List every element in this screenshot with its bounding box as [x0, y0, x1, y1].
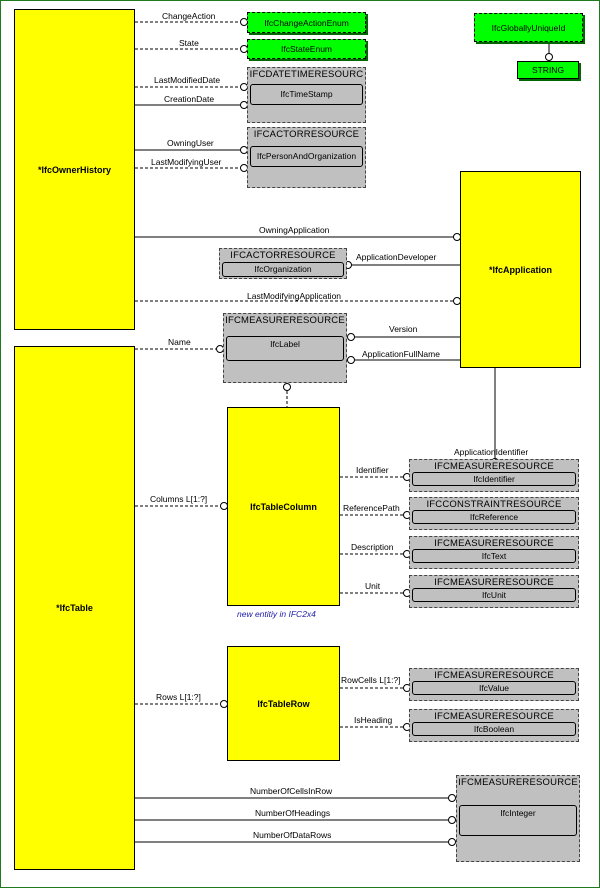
attr-number-of-cells-in-row: NumberOfCellsInRow: [250, 786, 333, 796]
ref-type-ifc-reference: IfcReference: [412, 510, 576, 524]
ref-type-ifc-boolean: IfcBoolean: [412, 722, 576, 736]
ref-ifc-unit[interactable]: IFCMEASURERESOURCE IfcUnit: [409, 575, 579, 608]
attr-rows: Rows L[1:?]: [156, 692, 201, 702]
ref-header: IFCMEASURERESOURCE: [434, 538, 554, 549]
entity-ifc-table[interactable]: *IfcTable: [14, 346, 135, 870]
terminal-application-full-name: [347, 356, 355, 364]
terminal-label-column: [283, 383, 291, 391]
terminal-number-of-data-rows: [448, 838, 456, 846]
attr-application-full-name: ApplicationFullName: [362, 349, 440, 359]
type-ifc-change-action-enum[interactable]: IfcChangeActionEnum: [247, 12, 366, 33]
attr-last-modified-date: LastModifiedDate: [154, 75, 221, 85]
attr-name: Name: [168, 337, 191, 347]
attr-version: Version: [389, 324, 418, 334]
type-string[interactable]: STRING: [517, 61, 579, 79]
attr-identifier: Identifier: [356, 465, 389, 475]
attr-columns: Columns L[1:?]: [150, 494, 208, 504]
terminal-version: [347, 333, 355, 341]
attr-owning-application: OwningApplication: [259, 225, 330, 235]
attr-last-modifying-application: LastModifyingApplication: [247, 291, 342, 301]
ref-header: IFCMEASURERESOURCE: [225, 315, 345, 326]
attr-state: State: [179, 38, 199, 48]
attr-change-action: ChangeAction: [162, 11, 216, 21]
attr-number-of-data-rows: NumberOfDataRows: [253, 830, 332, 840]
attr-last-modifying-user: LastModifyingUser: [151, 157, 222, 167]
ref-type-ifc-value: IfcValue: [412, 681, 576, 695]
terminal-number-of-headings: [448, 816, 456, 824]
ref-header: IFCDATETIMERESOURC: [249, 69, 364, 80]
ref-ifc-identifier[interactable]: IFCMEASURERESOURCE IfcIdentifier: [409, 459, 579, 492]
attr-description: Description: [351, 542, 394, 552]
ref-ifc-reference[interactable]: IFCCONSTRAINTRESOURCE IfcReference: [409, 497, 579, 530]
ref-ifc-person-and-organization[interactable]: IFCACTORRESOURCE IfcPersonAndOrganizatio…: [247, 127, 366, 188]
ref-header: IFCMEASURERESOURCE: [434, 670, 554, 681]
ref-type-ifc-unit: IfcUnit: [412, 588, 576, 602]
entity-ifc-owner-history[interactable]: *IfcOwnerHistory: [14, 9, 135, 330]
ref-ifc-boolean[interactable]: IFCMEASURERESOURCE IfcBoolean: [409, 709, 579, 742]
attr-owning-user: OwningUser: [167, 138, 214, 148]
terminal-number-of-cells: [448, 794, 456, 802]
ref-header: IFCACTORRESOURCE: [253, 129, 360, 140]
ref-header: IFCMEASURERESOURCE: [458, 777, 578, 788]
ref-ifc-label[interactable]: IFCMEASURERESOURCE IfcLabel: [223, 313, 347, 383]
attr-unit: Unit: [365, 581, 381, 591]
attr-row-cells: RowCells L[1:?]: [341, 675, 401, 685]
ref-type-ifc-label: IfcLabel: [226, 336, 344, 361]
ref-type-ifc-time-stamp: IfcTimeStamp: [250, 84, 363, 105]
ref-type-ifc-organization: IfcOrganization: [222, 262, 344, 277]
ref-type-ifc-identifier: IfcIdentifier: [412, 472, 576, 486]
ref-header: IFCMEASURERESOURCE: [434, 711, 554, 722]
ref-header: IFCMEASURERESOURCE: [434, 577, 554, 588]
terminal-globally-unique-id: [545, 53, 553, 61]
attr-application-identifier: ApplicationIdentifier: [454, 447, 529, 457]
ref-type-ifc-text: IfcText: [412, 549, 576, 563]
attr-creation-date: CreationDate: [164, 94, 215, 104]
attr-reference-path: ReferencePath: [343, 503, 400, 513]
type-ifc-globally-unique-id[interactable]: IfcGloballyUniqueId: [474, 13, 583, 42]
new-entity-note: new entitiy in IFC2x4: [237, 609, 316, 619]
type-ifc-state-enum[interactable]: IfcStateEnum: [247, 39, 366, 59]
ref-type-ifc-person-and-organization: IfcPersonAndOrganization: [250, 146, 363, 167]
ref-ifc-text[interactable]: IFCMEASURERESOURCE IfcText: [409, 536, 579, 569]
entity-ifc-table-row[interactable]: IfcTableRow: [227, 646, 340, 761]
ref-ifc-time-stamp[interactable]: IFCDATETIMERESOURC IfcTimeStamp: [247, 67, 366, 123]
attr-application-developer: ApplicationDeveloper: [356, 252, 437, 262]
ref-type-ifc-integer: IfcInteger: [459, 805, 577, 836]
ref-ifc-integer[interactable]: IFCMEASURERESOURCE IfcInteger: [456, 775, 580, 862]
ref-header: IFCACTORRESOURCE: [230, 250, 336, 261]
entity-ifc-application[interactable]: *IfcApplication: [460, 171, 581, 368]
ref-ifc-value[interactable]: IFCMEASURERESOURCE IfcValue: [409, 668, 579, 701]
attr-is-heading: IsHeading: [354, 715, 393, 725]
attr-number-of-headings: NumberOfHeadings: [255, 808, 331, 818]
ref-header: IFCMEASURERESOURCE: [434, 461, 554, 472]
ref-header: IFCCONSTRAINTRESOURCE: [426, 499, 562, 510]
ref-ifc-organization[interactable]: IFCACTORRESOURCE IfcOrganization: [219, 248, 347, 279]
entity-ifc-table-column[interactable]: IfcTableColumn: [227, 407, 340, 606]
